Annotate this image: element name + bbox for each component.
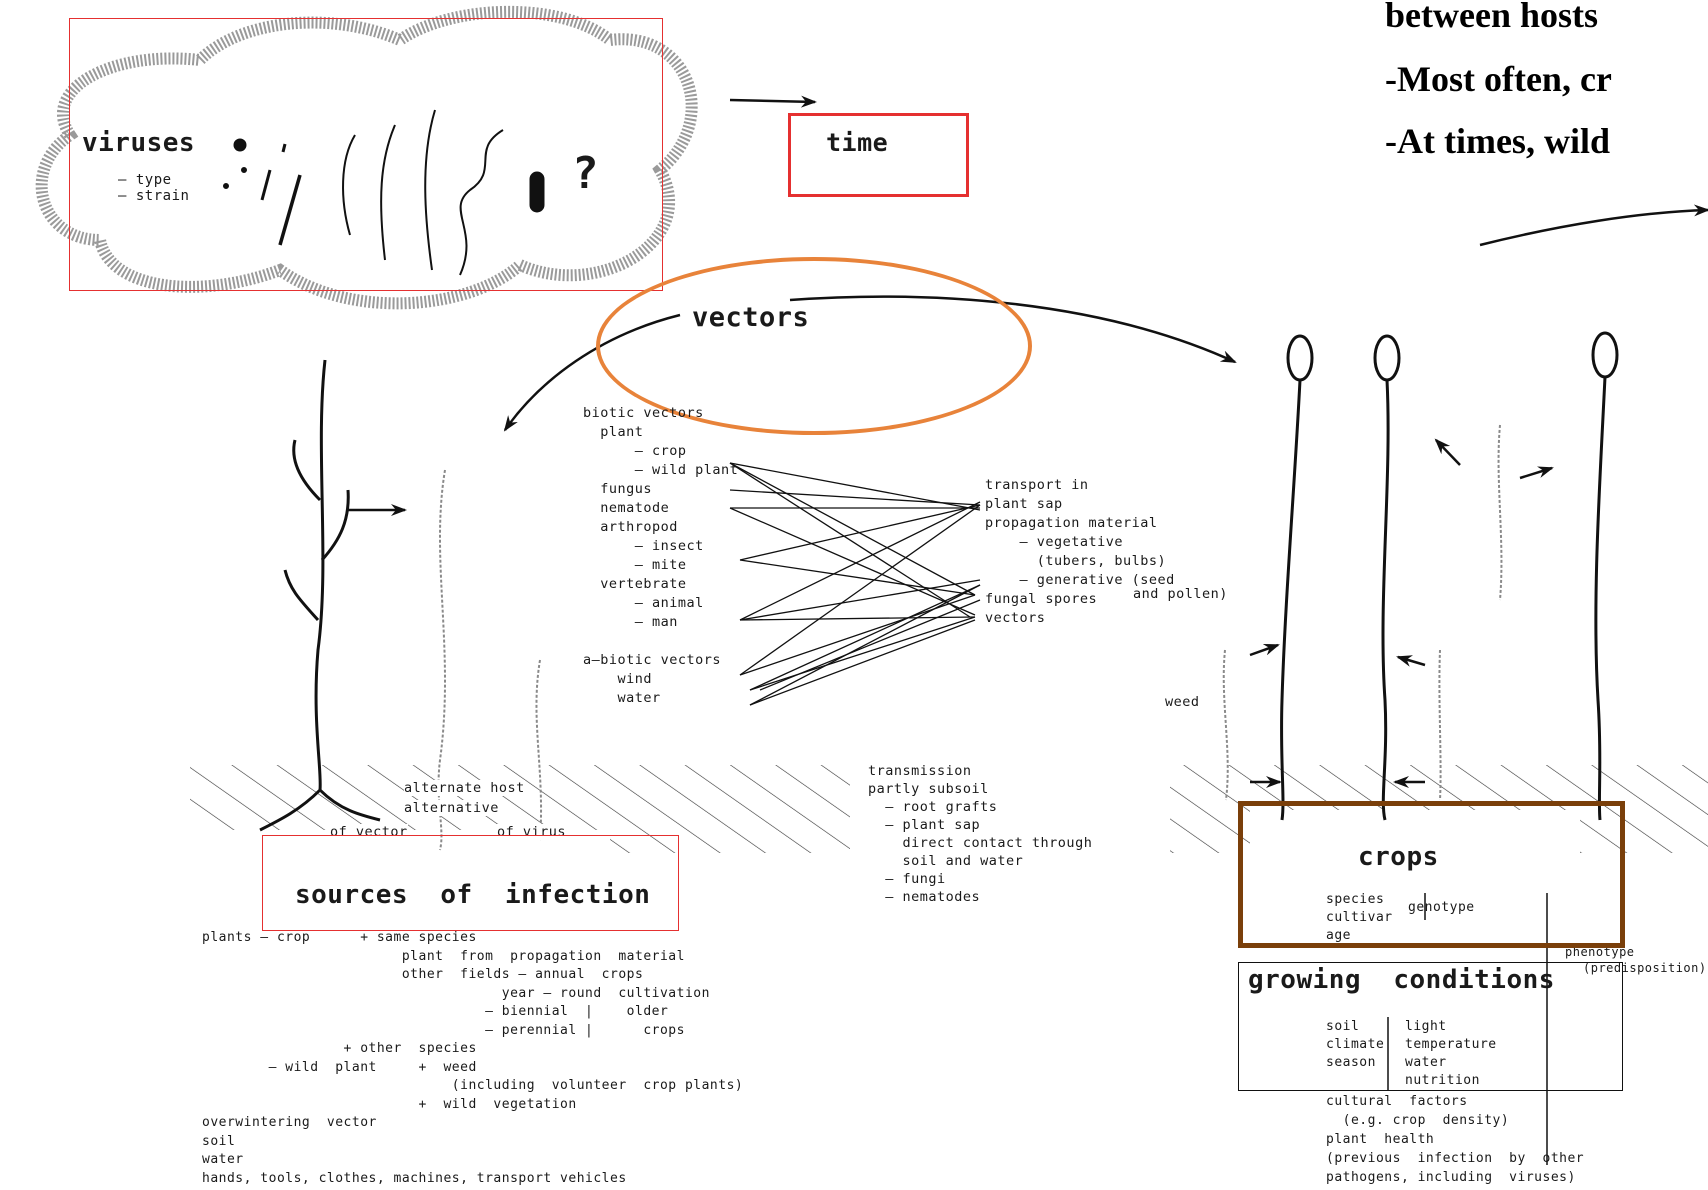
transport-item: transport in bbox=[985, 476, 1175, 495]
vector-item: – man bbox=[583, 613, 738, 632]
transport-item: (tubers, bulbs) bbox=[985, 552, 1175, 571]
gc-water: water bbox=[1405, 1055, 1447, 1071]
transmission-list: transmission partly subsoil – root graft… bbox=[868, 762, 1092, 906]
time-arrow bbox=[730, 100, 815, 102]
source-item: water bbox=[202, 1151, 743, 1170]
transport-item: plant sap bbox=[985, 495, 1175, 514]
source-item: (including volunteer crop plants) bbox=[202, 1077, 743, 1096]
top-right-arrow bbox=[1480, 210, 1708, 245]
source-item: – wild plant + weed bbox=[202, 1059, 743, 1078]
crop-plants bbox=[1282, 333, 1617, 820]
transmission-item: transmission bbox=[868, 762, 1092, 780]
source-item: + other species bbox=[202, 1040, 743, 1059]
and-pollen-label: and pollen) bbox=[1133, 586, 1228, 602]
gc-nutrition: nutrition bbox=[1405, 1073, 1480, 1089]
vector-item: vertebrate bbox=[583, 575, 738, 594]
source-item: plants – crop + same species bbox=[202, 929, 743, 948]
transmission-item: direct contact through bbox=[868, 834, 1092, 852]
viruses-highlight-box bbox=[69, 18, 663, 291]
source-item: plant from propagation material bbox=[202, 948, 743, 967]
vector-item bbox=[583, 632, 738, 651]
gc-extra-item: (previous infection by other bbox=[1326, 1149, 1584, 1168]
transmission-item: – fungi bbox=[868, 870, 1092, 888]
transmission-item: – root grafts bbox=[868, 798, 1092, 816]
transport-item: propagation material bbox=[985, 514, 1175, 533]
source-item: – biennial | older bbox=[202, 1003, 743, 1022]
growing-conditions-extra: cultural factors (e.g. crop density) pla… bbox=[1326, 1092, 1584, 1187]
gc-extra-item: plant health bbox=[1326, 1130, 1584, 1149]
alternate-host-label: alternate host bbox=[404, 780, 525, 796]
vector-item: nematode bbox=[583, 499, 738, 518]
vector-item: fungus bbox=[583, 480, 738, 499]
gc-climate: climate bbox=[1326, 1037, 1384, 1053]
crops-highlight-box bbox=[1238, 801, 1625, 948]
source-item: + wild vegetation bbox=[202, 1096, 743, 1115]
vector-item: wind bbox=[583, 670, 738, 689]
gc-extra-item: cultural factors bbox=[1326, 1092, 1584, 1111]
alternate-host-tree bbox=[260, 360, 380, 830]
sources-list: plants – crop + same species plant from … bbox=[202, 929, 743, 1188]
gc-soil: soil bbox=[1326, 1019, 1359, 1035]
alternative-label: alternative bbox=[404, 800, 499, 816]
transmission-item: soil and water bbox=[868, 852, 1092, 870]
gc-light: light bbox=[1405, 1019, 1447, 1035]
source-item: soil bbox=[202, 1133, 743, 1152]
vector-item: water bbox=[583, 689, 738, 708]
crop-small-arrows bbox=[1250, 440, 1552, 782]
note-line-3: -At times, wild bbox=[1385, 120, 1610, 162]
transmission-item: – nematodes bbox=[868, 888, 1092, 906]
gc-season: season bbox=[1326, 1055, 1376, 1071]
vector-item: – crop bbox=[583, 442, 738, 461]
weed-label: weed bbox=[1165, 694, 1200, 710]
transmission-item: – plant sap bbox=[868, 816, 1092, 834]
vector-item: biotic vectors bbox=[583, 404, 738, 423]
transport-item: vectors bbox=[985, 609, 1175, 628]
source-item: year – round cultivation bbox=[202, 985, 743, 1004]
gc-extra-item: pathogens, including viruses) bbox=[1326, 1168, 1584, 1187]
sources-highlight-box bbox=[262, 835, 679, 931]
source-item: other fields – annual crops bbox=[202, 966, 743, 985]
vector-item: arthropod bbox=[583, 518, 738, 537]
vector-item: a–biotic vectors bbox=[583, 651, 738, 670]
vector-item: – animal bbox=[583, 594, 738, 613]
transmission-item: partly subsoil bbox=[868, 780, 1092, 798]
time-highlight-box bbox=[788, 113, 969, 197]
note-line-1: between hosts bbox=[1385, 0, 1598, 36]
source-item: overwintering vector bbox=[202, 1114, 743, 1133]
vector-item: plant bbox=[583, 423, 738, 442]
note-line-2: -Most often, cr bbox=[1385, 58, 1612, 100]
transport-list: transport in plant sap propagation mater… bbox=[985, 476, 1175, 628]
vector-transport-links bbox=[730, 463, 980, 705]
vector-item: – insect bbox=[583, 537, 738, 556]
growing-conditions-title: growing conditions bbox=[1248, 965, 1555, 995]
source-item: – perennial | crops bbox=[202, 1022, 743, 1041]
vector-item: – wild plant bbox=[583, 461, 738, 480]
gc-temperature: temperature bbox=[1405, 1037, 1497, 1053]
source-item: hands, tools, clothes, machines, transpo… bbox=[202, 1170, 743, 1189]
gc-extra-item: (e.g. crop density) bbox=[1326, 1111, 1584, 1130]
vector-item: – mite bbox=[583, 556, 738, 575]
vector-list: biotic vectors plant – crop – wild plant… bbox=[583, 404, 738, 708]
transport-item: – vegetative bbox=[985, 533, 1175, 552]
